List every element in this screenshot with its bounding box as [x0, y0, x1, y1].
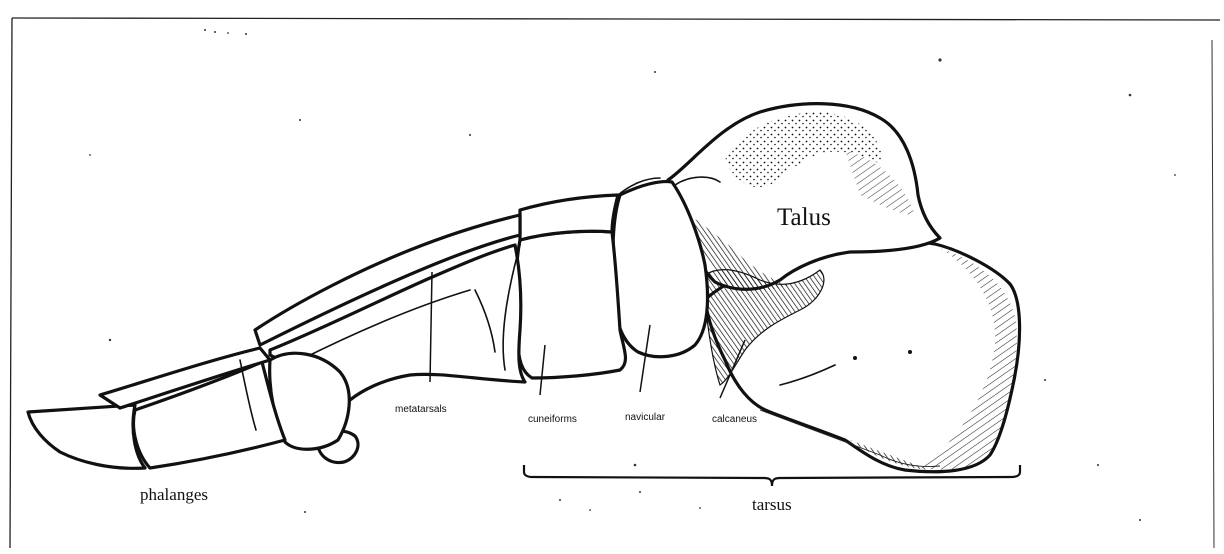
label-metatarsals: metatarsals: [395, 404, 447, 415]
label-calcaneus: calcaneus: [712, 414, 757, 425]
label-navicular: navicular: [625, 412, 666, 423]
phalanx-bones: [28, 348, 349, 468]
label-tarsus: tarsus: [752, 495, 792, 514]
label-phalanges: phalanges: [140, 485, 208, 504]
label-talus: Talus: [777, 204, 831, 231]
label-cuneiforms: cuneiforms: [528, 414, 577, 425]
